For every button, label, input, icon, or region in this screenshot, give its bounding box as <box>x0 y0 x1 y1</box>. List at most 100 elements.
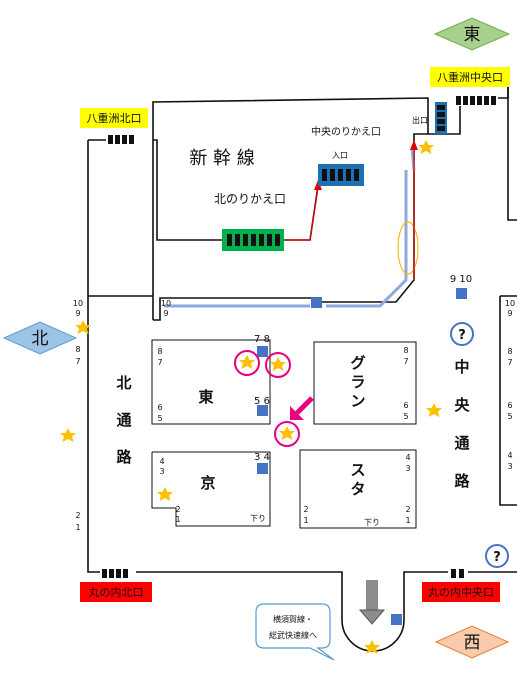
svg-text:5 6: 5 6 <box>254 396 270 407</box>
exit-label: 出口 <box>412 115 428 125</box>
info-marker-central[interactable]: ? <box>450 322 474 346</box>
compass-west: 西 <box>434 625 510 659</box>
entrance-label: 入口 <box>332 151 348 160</box>
svg-text:3: 3 <box>405 464 410 473</box>
north-transfer-label: 北のりかえ口 <box>214 192 286 206</box>
svg-text:2: 2 <box>75 511 80 520</box>
gate-marunouchi-central <box>448 567 468 579</box>
svg-text:4: 4 <box>507 451 512 460</box>
pointer-arrow <box>290 396 314 420</box>
svg-text:4: 4 <box>159 457 164 466</box>
elevator-icon <box>257 463 268 474</box>
exit-yaesu-north[interactable]: 八重洲北口 <box>80 108 148 128</box>
banner-sta-1: ス <box>350 461 365 479</box>
exit-marunouchi-central[interactable]: 丸の内中央口 <box>422 582 500 602</box>
svg-text:5: 5 <box>403 412 408 421</box>
info-marker-marunouchi[interactable]: ? <box>485 544 509 568</box>
banner-gran-1: グ <box>350 354 365 372</box>
down-arrow <box>358 580 386 625</box>
svg-text:1: 1 <box>175 515 180 524</box>
central-passage-char-4: 路 <box>454 472 470 490</box>
svg-text:8: 8 <box>75 345 80 354</box>
svg-text:総武快速線へ: 総武快速線へ <box>269 630 317 640</box>
svg-text:北: 北 <box>32 329 49 349</box>
svg-text:8: 8 <box>403 346 408 355</box>
svg-text:10: 10 <box>73 299 83 308</box>
yokosuka-callout[interactable]: 横須賀線・ 総武快速線へ <box>255 603 335 661</box>
star-icon <box>239 355 255 369</box>
gate-yaesu-central <box>454 94 498 106</box>
platform-5-6-gran <box>313 341 417 425</box>
svg-text:横須賀線・: 横須賀線・ <box>273 614 313 624</box>
star-icon <box>426 403 442 417</box>
svg-text:7 8: 7 8 <box>254 334 270 345</box>
exit-marunouchi-north[interactable]: 丸の内北口 <box>80 582 152 602</box>
banner-gran-2: ラ <box>350 373 365 391</box>
svg-text:3: 3 <box>159 467 164 476</box>
gate-north-transfer <box>222 229 284 251</box>
svg-text:東: 東 <box>464 25 481 45</box>
svg-text:1: 1 <box>303 516 308 525</box>
central-passage-char-3: 通 <box>454 434 469 452</box>
svg-text:9: 9 <box>163 309 168 318</box>
svg-text:7: 7 <box>507 358 512 367</box>
central-passage-char-1: 中 <box>454 358 469 376</box>
svg-text:八重洲北口: 八重洲北口 <box>87 111 142 125</box>
exit-yaesu-central[interactable]: 八重洲中央口 <box>430 67 510 87</box>
platform-descending-label: 下り <box>364 518 380 527</box>
svg-text:7: 7 <box>157 358 162 367</box>
star-icon <box>60 428 76 442</box>
star-icon <box>279 426 295 440</box>
platform-1-2-sta <box>299 449 417 529</box>
compass-east: 東 <box>433 17 511 51</box>
svg-text:八重洲中央口: 八重洲中央口 <box>437 70 503 84</box>
elevator-icon <box>391 614 402 625</box>
svg-text:10: 10 <box>505 299 515 308</box>
north-passage-char-2: 通 <box>116 411 131 429</box>
star-icon <box>157 487 173 501</box>
svg-text:6: 6 <box>157 403 162 412</box>
track-numbers: 10 9 8 7 2 1 10 9 8 7 6 5 7 8 5 6 8 7 6 … <box>73 274 515 532</box>
svg-text:7: 7 <box>75 357 80 366</box>
svg-text:2: 2 <box>175 505 180 514</box>
svg-text:丸の内中央口: 丸の内中央口 <box>428 585 494 599</box>
elevator-icon <box>257 405 268 416</box>
platforms <box>151 339 417 529</box>
svg-text:6: 6 <box>403 401 408 410</box>
star-icon <box>418 140 434 154</box>
elevator-icon <box>257 346 268 357</box>
info-icon: ? <box>493 550 501 565</box>
svg-text:西: 西 <box>464 633 481 653</box>
svg-text:8: 8 <box>507 347 512 356</box>
svg-text:1: 1 <box>405 516 410 525</box>
gate-shinkansen-exit <box>435 102 447 134</box>
banner-kyo: 京 <box>200 474 215 492</box>
platform-descending-label: 下り <box>250 514 266 523</box>
star-icon <box>364 640 380 654</box>
central-passage-char-2: 央 <box>454 396 470 414</box>
elevator-markers <box>257 288 467 625</box>
compass-north: 北 <box>2 321 78 355</box>
svg-text:7: 7 <box>403 357 408 366</box>
elevator-icon <box>456 288 467 299</box>
banner-gran-3: ン <box>350 392 365 410</box>
star-icon <box>75 320 91 334</box>
svg-text:9: 9 <box>507 309 512 318</box>
star-markers <box>60 140 442 654</box>
gate-marunouchi-north <box>100 567 136 579</box>
elevator-icon <box>311 297 322 308</box>
svg-text:9: 9 <box>75 309 80 318</box>
svg-text:4: 4 <box>405 453 410 462</box>
svg-text:9 10: 9 10 <box>450 274 472 285</box>
highlight-circles <box>234 350 300 447</box>
svg-text:1: 1 <box>75 523 80 532</box>
route-arrows <box>285 140 418 280</box>
passage-lines <box>164 147 419 308</box>
svg-text:3: 3 <box>507 462 512 471</box>
north-passage-char-3: 路 <box>116 448 132 466</box>
platform-7-8 <box>151 339 271 425</box>
svg-text:5: 5 <box>507 412 512 421</box>
gate-central-transfer <box>318 164 364 186</box>
info-icon: ? <box>458 328 466 343</box>
